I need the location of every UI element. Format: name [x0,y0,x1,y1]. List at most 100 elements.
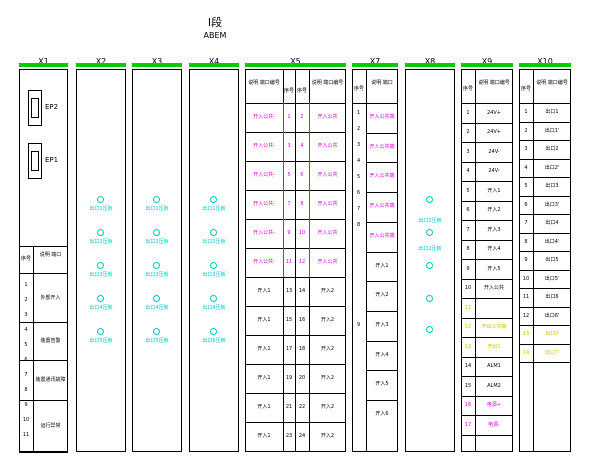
x1-row-line [19,322,68,323]
x5-idx-a: 3 [287,143,291,149]
port-label: EP1 [45,156,59,164]
x5-left-label: 开入公共- [253,172,275,178]
x5-left-label: 开入公共- [253,201,275,207]
x7-row-line [366,221,398,223]
x7-row-line [366,340,398,342]
ethernet-port-inner-icon [31,98,39,118]
x5-row-line [245,306,346,307]
x9-row-index: 12 [464,324,472,331]
slot-bar-X1 [19,63,68,67]
x7-row-label: 开入1 [375,262,389,269]
x10-row-line [519,195,571,197]
pressplate-label: 出口5压板 [89,338,113,344]
x9-row-line [461,376,513,377]
x10-row-index: 2 [524,127,528,134]
pressplate-label: 出口1压板 [89,206,113,212]
indicator-led-icon [210,229,217,236]
x5-idx-a: 1 [287,114,291,120]
pressplate-label: 出口1压板 [418,218,442,224]
x10-row-index: 5 [524,183,528,190]
x1-row-index: 2 [24,297,28,303]
x1-row-label: 运行异常 [40,423,61,429]
x9-row-index: 13 [464,343,472,350]
x9-row-index: 5 [466,187,470,194]
x5-left-label: 开入公共- [253,259,275,265]
x9-row-index: 11 [464,304,472,311]
x7-col-line [366,69,367,452]
x10-row-index: 13 [522,331,530,338]
x9-row-label: 24V+ [487,129,501,136]
x1-row-index: 1 [24,282,28,288]
x7-index: 6 [357,190,361,196]
x10-row-label: 出口3 [545,183,559,190]
x7-row-line [366,310,398,312]
x10-row-index: 14 [522,349,530,356]
x9-row-index: 2 [466,129,470,136]
x10-row-line [519,121,571,123]
x5-idx-a: 13 [285,288,293,294]
x7-row-label: 开入公共端 [369,114,395,120]
x1-header-index: 序号 [20,256,31,262]
slot-X2 [76,69,126,452]
pressplate-label: 出口2压板 [89,239,113,245]
x5-idx-b: 22 [298,404,306,410]
x10-row-line [519,251,571,252]
x9-row-index: 8 [466,246,470,253]
x10-row-line [519,140,571,141]
pressplate-label: 出口3压板 [202,272,226,278]
x5-idx-b: 10 [298,230,306,236]
x10-row-index: 11 [522,294,530,301]
x9-row-line [461,259,513,260]
x5-right-label: 开入公共 [317,143,338,149]
x1-row-index: 11 [22,432,30,438]
indicator-led-icon [426,229,433,236]
x10-row-line [519,177,571,178]
indicator-led-icon [97,262,104,269]
x7-row-label: 开入公共端 [369,173,395,180]
x9-row-index: 10 [464,285,472,292]
x5-idx-b: 16 [298,317,306,323]
x9-row-index: 1 [466,109,470,116]
x10-row-label: 出口6 [545,294,559,301]
x5-row-line [245,277,346,278]
pressplate-label: 出口1压板 [202,206,226,212]
x5-right-label: 开入公共 [317,230,338,236]
x10-row-line [519,232,571,234]
slot-X3 [132,69,182,452]
x10-row-index: 9 [524,257,528,264]
slot-label-X5: X5 [290,57,301,66]
x9-row-label: 开出1 [487,343,501,350]
x5-row-line [245,422,346,423]
x9-header-desc: 说明 端口编号 [478,80,510,86]
x10-row-line [519,214,571,215]
slot-label-X1: X1 [38,57,49,66]
ethernet-port-inner-icon [31,151,39,171]
x5-idx-a: 5 [287,172,291,178]
x10-row-label: 出口2 [545,146,559,153]
x9-row-line [461,122,513,124]
x7-index: 2 [357,126,361,132]
slot-bar-X8 [405,63,455,67]
x10-row-line [519,288,571,289]
x10-row-label: 出口7 [545,331,559,338]
x5-right-label: 开入2 [320,433,335,439]
x5-header-cell: 序号 [283,88,294,94]
x7-row-line [366,281,398,283]
x5-right-label: 开入公共 [317,201,338,207]
pressplate-label: 出口4压板 [202,305,226,311]
x10-row-label: 出口1 [545,109,559,116]
slot-X10 [519,69,571,452]
x1-row-index: 9 [24,402,28,408]
x9-row-label: 开入1 [487,187,501,194]
x5-right-label: 开入2 [320,288,335,294]
x7-header-desc: 说明 端口 [371,80,393,86]
x10-row-index: 8 [524,238,528,245]
x5-left-label: 开入公共- [253,114,275,120]
x9-row-line [461,356,513,358]
title-main: I段 [207,16,223,29]
x10-row-label: 出口6' [544,312,560,319]
x1-row-line [19,400,68,401]
port-label: EP2 [45,103,59,111]
x5-idx-a: 23 [285,433,293,439]
